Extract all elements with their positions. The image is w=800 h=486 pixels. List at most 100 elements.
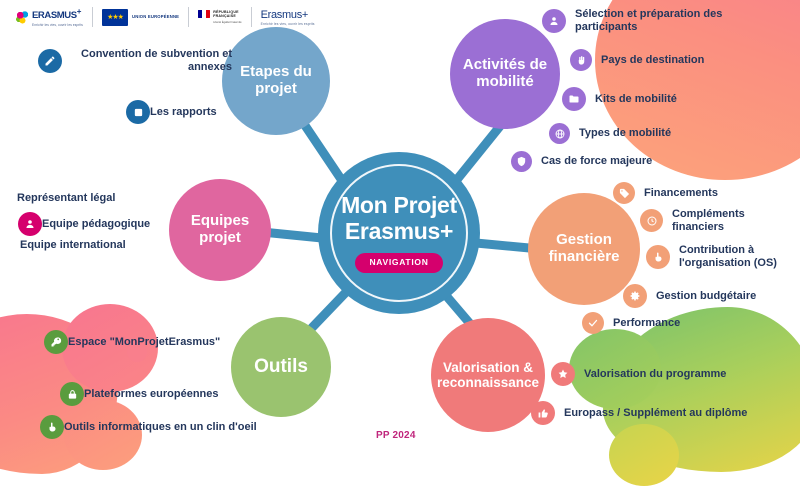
lock-icon[interactable] xyxy=(60,382,84,406)
leaf-label-gestion-budgetaire: Gestion budgétaire xyxy=(656,289,757,302)
leaf-financements[interactable]: Financements xyxy=(613,182,718,204)
branch-node-etapes[interactable]: Etapes du projet xyxy=(222,27,330,135)
leaf-types-mobilite[interactable]: Types de mobilité xyxy=(549,123,671,144)
leaf-label-outils-informatiques: Outils informatiques en un clin d'oeil xyxy=(64,420,257,433)
branch-label-gestion: Gestion financière xyxy=(548,231,620,265)
logo-divider-3 xyxy=(250,7,252,27)
erasmus-france-word: Erasmus+ xyxy=(260,8,309,21)
eu-logo-label: UNION EUROPÉENNE xyxy=(132,14,180,20)
globe-icon[interactable] xyxy=(549,123,570,144)
branch-node-equipes[interactable]: Equipes projet xyxy=(169,179,271,281)
thumbs-up-icon[interactable] xyxy=(531,401,555,425)
leaf-gestion-budgetaire[interactable]: Gestion budgétaire xyxy=(623,284,756,308)
leaf-convention[interactable]: Convention de subvention et annexes xyxy=(29,48,232,74)
leaf-outils-informatiques[interactable]: Outils informatiques en un clin d'oeil xyxy=(31,415,257,439)
gear-icon[interactable] xyxy=(623,284,647,308)
leaf-label-equipe-international: Equipe international xyxy=(20,239,126,251)
leaf-label-representant-legal: Représentant légal xyxy=(17,192,116,204)
union-europeenne-logo: ★★★ UNION EUROPÉENNE xyxy=(93,4,188,30)
connector-outils xyxy=(301,284,354,339)
leaf-label-complements-financiers: Compléments financiers xyxy=(672,208,745,233)
shield-icon[interactable] xyxy=(511,151,532,172)
folder-icon[interactable] xyxy=(562,87,586,111)
leaf-label-convention: Convention de subvention et annexes xyxy=(81,48,232,73)
leaf-label-kits-mobilite: Kits de mobilité xyxy=(595,92,677,105)
pencil-icon[interactable] xyxy=(38,48,62,73)
erasmus-plus-logo: ERASMUS+ Enrichir les vies, ouvrir les e… xyxy=(6,4,92,30)
branch-node-valorisation[interactable]: Valorisation & reconnaissance xyxy=(431,318,545,432)
leaf-complements-financiers[interactable]: Compléments financiers xyxy=(640,208,762,234)
branch-label-outils: Outils xyxy=(254,356,308,378)
rf-line1: RÉPUBLIQUE xyxy=(213,9,239,14)
leaf-kits-mobilite[interactable]: Kits de mobilité xyxy=(562,87,677,111)
erasmus-plus-france-logo: Erasmus+ Enrichir les vies, ouvrir les e… xyxy=(252,4,324,30)
leaf-label-europass: Europass / Supplément au diplôme xyxy=(564,406,748,419)
branch-label-etapes: Etapes du projet xyxy=(240,63,312,97)
erasmus-france-tagline: Enrichir les vies, ouvrir les esprits xyxy=(260,21,315,26)
leaf-label-valorisation-programme: Valorisation du programme xyxy=(584,367,727,380)
branch-label-activites: Activités de mobilité xyxy=(462,56,548,90)
leaf-equipe-international[interactable]: Equipe international xyxy=(20,239,126,252)
erasmus-logo-tagline: Enrichir les vies, ouvrir les esprits xyxy=(32,22,83,27)
leaf-label-selection-participants: Sélection et préparation des participant… xyxy=(575,8,723,33)
leaf-force-majeure[interactable]: Cas de force majeure xyxy=(511,151,652,172)
connector-activites xyxy=(451,117,509,185)
leaf-label-types-mobilite: Types de mobilité xyxy=(579,127,672,140)
branch-node-activites[interactable]: Activités de mobilité xyxy=(450,19,560,129)
leaf-equipe-pedagogique[interactable]: Equipe pédagogique xyxy=(9,212,150,236)
page-title: Mon Projet Erasmus+ xyxy=(341,191,457,244)
leaf-label-contribution-organisation: Contribution à l'organisation (OS) xyxy=(679,244,777,269)
branch-label-valorisation: Valorisation & reconnaissance xyxy=(436,359,540,390)
eu-flag-icon: ★★★ xyxy=(102,8,128,26)
leaf-performance[interactable]: Performance xyxy=(582,312,680,334)
connector-etapes xyxy=(296,115,349,188)
leaf-label-financements: Financements xyxy=(644,186,718,199)
decorative-dot xyxy=(127,342,147,362)
leaf-contribution-organisation[interactable]: Contribution à l'organisation (OS) xyxy=(646,244,797,270)
rf-motto: Liberté Égalité Fraternité xyxy=(213,20,242,24)
central-node[interactable]: Mon Projet Erasmus+ NAVIGATION xyxy=(318,152,480,314)
erasmus-logo-word: ERASMUS xyxy=(32,10,77,22)
logo-divider-2 xyxy=(188,7,190,27)
person-icon[interactable] xyxy=(18,212,42,236)
leaf-label-force-majeure: Cas de force majeure xyxy=(541,155,653,168)
check-icon[interactable] xyxy=(582,312,604,334)
leaf-label-rapports: Les rapports xyxy=(150,105,217,118)
rf-line2: FRANÇAISE xyxy=(213,14,236,19)
branch-node-gestion[interactable]: Gestion financière xyxy=(528,193,640,305)
hand-pointer-icon[interactable] xyxy=(646,244,670,269)
french-flag-icon xyxy=(198,9,211,18)
branch-label-equipes: Equipes projet xyxy=(190,212,250,246)
leaf-plateformes-europeennes[interactable]: Plateformes européennes xyxy=(51,382,219,406)
clock-icon[interactable] xyxy=(640,209,663,233)
key-icon[interactable] xyxy=(44,330,68,354)
leaf-selection-participants[interactable]: Sélection et préparation des participant… xyxy=(542,8,745,34)
hand-pointer-icon[interactable] xyxy=(40,415,64,439)
connector-equipes xyxy=(261,227,323,243)
erasmus-stars-icon xyxy=(15,9,30,25)
leaf-label-espace-monprojeterasmus: Espace "MonProjetErasmus" xyxy=(68,335,221,348)
person-icon[interactable] xyxy=(542,8,566,33)
leaf-europass[interactable]: Europass / Supplément au diplôme xyxy=(531,401,747,425)
leaf-valorisation-programme[interactable]: Valorisation du programme xyxy=(551,362,726,386)
logo-divider-1 xyxy=(92,7,93,27)
star-icon[interactable] xyxy=(551,362,575,386)
navigation-badge[interactable]: NAVIGATION xyxy=(355,253,443,273)
leaf-espace-monprojeterasmus[interactable]: Espace "MonProjetErasmus" xyxy=(35,330,220,354)
leaf-representant-legal[interactable]: Représentant légal xyxy=(17,192,115,205)
document-icon[interactable] xyxy=(126,100,150,124)
leaf-pays-destination[interactable]: Pays de destination xyxy=(570,49,704,71)
leaf-rapports[interactable]: Les rapports xyxy=(117,100,217,124)
tag-icon[interactable] xyxy=(613,182,635,204)
central-node-ring xyxy=(330,164,468,302)
logo-bar: ERASMUS+ Enrichir les vies, ouvrir les e… xyxy=(6,4,324,30)
leaf-label-equipe-pedagogique: Equipe pédagogique xyxy=(42,217,151,230)
erasmus-logo-plus: + xyxy=(76,7,82,17)
footer-note: PP 2024 xyxy=(376,430,416,441)
hand-icon[interactable] xyxy=(570,49,592,71)
leaf-label-performance: Performance xyxy=(613,316,681,329)
leaf-label-pays-destination: Pays de destination xyxy=(601,53,705,66)
branch-node-outils[interactable]: Outils xyxy=(231,317,331,417)
